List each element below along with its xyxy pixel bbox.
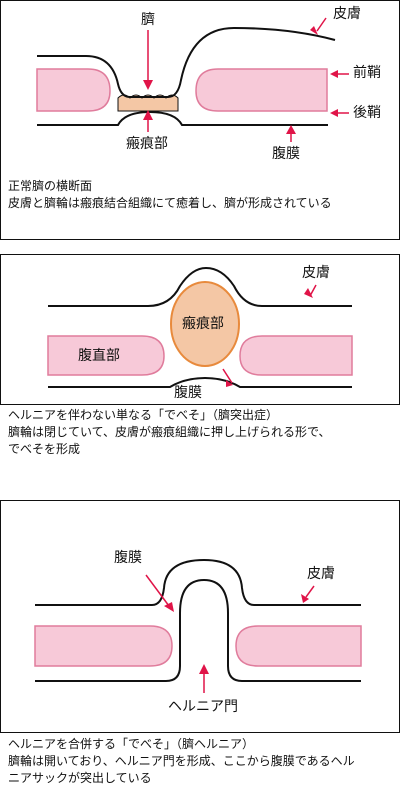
label-scar: 瘢痕部 (126, 136, 168, 152)
rectus-muscle-right (235, 625, 362, 667)
label-peritoneum: 腹膜 (114, 550, 142, 566)
label-peritoneum: 腹膜 (272, 146, 300, 162)
scar-arrow-head (143, 110, 153, 120)
peritoneum-arrow (222, 368, 233, 384)
caption-line: ヘルニアを伴わない単なる「でべそ」（臍突出症） (8, 408, 279, 422)
skin-arrow-head (310, 26, 318, 35)
peritoneum-line (35, 578, 361, 682)
label-skin: 皮膚 (307, 566, 335, 582)
peritoneum-arrow-head (164, 602, 174, 612)
diagram-normal-navel (0, 0, 400, 240)
caption-normal-navel: 正常臍の横断面 皮膚と臍輪は瘢痕結合組織にて癒着し、臍が形成されている (8, 178, 398, 212)
rectus-muscle-left (34, 625, 173, 667)
rectus-muscle-left (47, 335, 165, 376)
diagram-protruding-navel (0, 254, 400, 405)
hernia-gate-arrow-head (199, 664, 209, 674)
panel-frame (0, 500, 400, 733)
caption-line: ヘルニアを合併する「でべそ」（臍ヘルニア） (8, 737, 255, 751)
peritoneum-arrow-head (226, 380, 233, 387)
peritoneum-arrow-head (286, 125, 296, 134)
scar-tissue (170, 281, 240, 367)
panel-protruding-navel: 皮膚 瘢痕部 腹直部 腹膜 ヘルニアを伴わない単なる「でべそ」（臍突出症） 臍輪… (0, 244, 400, 474)
posterior-sheath-arrow-head (330, 109, 338, 117)
label-rectus: 腹直部 (78, 348, 120, 364)
label-skin: 皮膚 (302, 265, 330, 281)
panel-umbilical-hernia: 腹膜 皮膚 ヘルニア門 ヘルニアを合併する「でべそ」（臍ヘルニア） 臍輪は開いて… (0, 498, 400, 800)
caption-line: ニアサックが突出している (8, 771, 152, 785)
caption-line: 正常臍の横断面 (8, 179, 93, 193)
skin-line (48, 266, 352, 307)
caption-line: でべそを形成 (8, 442, 81, 456)
rectus-muscle-left (36, 68, 111, 112)
rectus-muscle-right (239, 335, 353, 376)
label-posterior-sheath: 後鞘 (353, 105, 381, 121)
skin-line (35, 558, 361, 606)
skin-arrow-head (304, 288, 313, 298)
label-scar: 瘢痕部 (182, 316, 224, 332)
skin-arrow-head (301, 594, 309, 603)
peritoneum-arrow (145, 574, 170, 607)
caption-protruding-navel: ヘルニアを伴わない単なる「でべそ」（臍突出症） 臍輪は閉じていて、皮膚が瘢痕組織… (8, 407, 398, 458)
caption-umbilical-hernia: ヘルニアを合併する「でべそ」（臍ヘルニア） 臍輪は開いており、ヘルニア門を形成、… (8, 736, 398, 787)
label-skin: 皮膚 (333, 6, 361, 22)
skin-line (37, 26, 336, 98)
caption-line: 臍輪は閉じていて、皮膚が瘢痕組織に押し上げられる形で、 (8, 425, 331, 439)
rectus-muscle-right (195, 68, 328, 112)
anterior-sheath-arrow-head (330, 70, 338, 78)
navel-arrow-head (143, 80, 153, 90)
skin-arrow (305, 585, 315, 598)
label-hernia-gate: ヘルニア門 (168, 699, 238, 715)
caption-line: 臍輪は開いており、ヘルニア門を形成、ここから腹膜であるヘル (8, 754, 355, 768)
diagram-umbilical-hernia (0, 500, 400, 733)
skin-arrow (316, 17, 327, 32)
peritoneum-line (37, 110, 328, 126)
panel-normal-navel: 臍 皮膚 前鞘 後鞘 瘢痕部 腹膜 正常臍の横断面 皮膚と臍輪は瘢痕結合組織にて… (0, 0, 400, 240)
label-navel: 臍 (141, 12, 155, 28)
caption-line: 皮膚と臍輪は瘢痕結合組織にて癒着し、臍が形成されている (8, 196, 332, 210)
label-peritoneum: 腹膜 (174, 385, 202, 401)
peritoneum-line (48, 376, 352, 388)
label-anterior-sheath: 前鞘 (353, 65, 381, 81)
